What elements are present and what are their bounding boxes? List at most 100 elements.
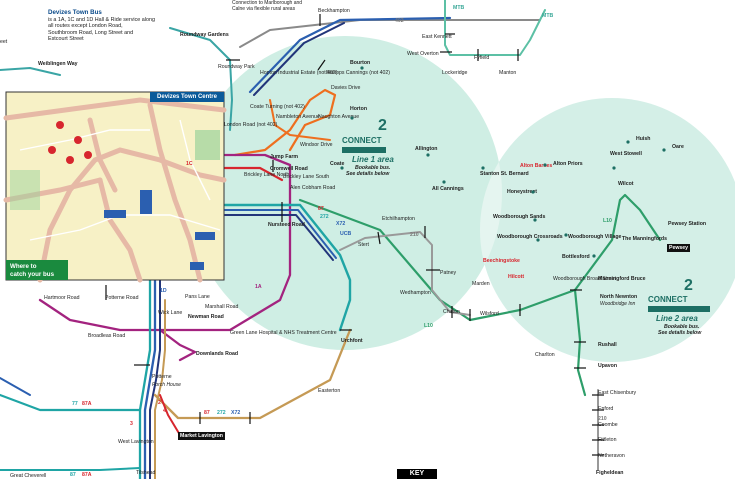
label-north-newnton: North Newnton bbox=[600, 294, 637, 300]
label-brickley-north: Brickley Lane North bbox=[244, 172, 289, 178]
label-rushall: Rushall bbox=[598, 342, 617, 348]
info-box: Devizes Town Bus is a 1A, 1C and 1D Hall… bbox=[48, 9, 168, 43]
label-marshall-road: Marshall Road bbox=[205, 304, 239, 310]
info-line: all routes except London Road, bbox=[48, 23, 123, 30]
label-jump-farm: Jump Farm bbox=[270, 154, 298, 160]
route-label-1a: 1A bbox=[255, 284, 262, 290]
village-dots bbox=[340, 66, 666, 258]
label-east-kennett: East Kennett bbox=[422, 34, 452, 40]
label-cromwell-road: Cromwell Road bbox=[270, 166, 308, 172]
label-honeystreet: Honeystreet bbox=[507, 189, 537, 195]
label-oare: Oare bbox=[672, 144, 684, 150]
route-lines bbox=[0, 0, 662, 479]
label-brickley-south: Brickley Lane South bbox=[283, 174, 329, 180]
label-coate: Coate bbox=[330, 161, 345, 167]
label-bottlesford: Bottlesford bbox=[562, 254, 590, 260]
label-wick-lane: Wick Lane bbox=[158, 310, 182, 316]
label-marden: Marden bbox=[472, 281, 490, 287]
key-label[interactable]: KEY bbox=[397, 469, 437, 479]
svg-text:2: 2 bbox=[684, 277, 693, 294]
label-broadleas: Broadleas Road bbox=[88, 333, 125, 339]
top-note: Connection to Marlborough and Calne via … bbox=[232, 0, 303, 12]
label-street-fragment: eet bbox=[0, 39, 8, 45]
route-label-mtb-2: MTB bbox=[542, 13, 553, 19]
pewsey-chip: Pewsey bbox=[667, 244, 691, 252]
route-label-x72-south: X72 bbox=[231, 410, 240, 416]
inset-title: Devizes Town Centre bbox=[150, 92, 224, 102]
label-nambleton: Nambleton Avenue bbox=[276, 114, 320, 120]
connect-line2-badge: 2 CONNECT Line 2 area Bookable bus. See … bbox=[648, 277, 710, 336]
label-beechingstoke: Beechingstoke bbox=[483, 258, 520, 264]
route-label-3: 3 bbox=[130, 421, 133, 427]
label-woodborough-broad: Woodborough Broad Street bbox=[553, 276, 617, 282]
label-east-chisenbury: East Chisenbury bbox=[598, 390, 636, 396]
route-label-87-bottom: 87 bbox=[70, 472, 76, 478]
svg-text:Bookable bus.: Bookable bus. bbox=[355, 165, 390, 171]
route-label-87: 87 bbox=[318, 206, 324, 212]
label-figheldean: Figheldean bbox=[596, 470, 623, 476]
route-label-l10-2: L10 bbox=[603, 218, 612, 224]
route-number-labels: 402 MTB MTB 210 210 L10 L10 UCB 87 272 X… bbox=[70, 5, 612, 478]
label-hilcott: Hilcott bbox=[508, 274, 524, 280]
label-upavon: Upavon bbox=[598, 363, 617, 369]
label-stert: Stert bbox=[358, 242, 370, 248]
label-west-stowell: West Stowell bbox=[610, 151, 642, 157]
connect-line1-badge: 2 CONNECT Line 1 area Bookable bus. See … bbox=[342, 117, 394, 177]
route-label-1d: 1D bbox=[160, 288, 167, 294]
connect1-line: Line 1 area bbox=[352, 155, 394, 164]
market-lavington-chip: Market Lavington bbox=[178, 432, 225, 440]
route-label-4: 4 bbox=[163, 408, 166, 414]
catch-your-bus-label: Where to catch your bus bbox=[6, 260, 68, 280]
label-beckhampton: Beckhampton bbox=[318, 8, 350, 14]
label-newman-road: Newman Road bbox=[188, 314, 224, 320]
label-all-cannings: All Cannings bbox=[432, 186, 464, 192]
label-netheravon: Netheravon bbox=[598, 453, 625, 459]
label-potterne-road: Potterne Road bbox=[105, 295, 139, 301]
route-label-1c: 1C bbox=[186, 161, 193, 167]
label-hopton: Hopton Industrial Estate (not 402) bbox=[260, 70, 338, 76]
label-fyfield: Fyfield bbox=[474, 55, 489, 61]
label-allington: Allington bbox=[415, 146, 437, 152]
info-title: Devizes Town Bus bbox=[48, 9, 102, 16]
label-wilcot: Wilcot bbox=[618, 181, 634, 187]
label-coate-turning: Coate Turning (not 402) bbox=[250, 104, 305, 110]
svg-text:Bookable bus.: Bookable bus. bbox=[664, 324, 699, 330]
label-woodbridge-inn: Woodbridge Inn bbox=[600, 301, 636, 307]
info-line: Southbroom Road, Long Street and bbox=[48, 29, 134, 36]
label-nursteed-road: Nursteed Road bbox=[268, 222, 305, 228]
route-label-87a: 87A bbox=[82, 401, 92, 407]
route-label-mtb: MTB bbox=[453, 5, 464, 11]
label-naughton: Naughton Avenue bbox=[318, 114, 359, 120]
label-woodborough-crossroads: Woodborough Crossroads bbox=[497, 234, 563, 240]
label-wedhampton: Wedhampton bbox=[400, 290, 431, 296]
label-downlands: Downlands Road bbox=[196, 351, 238, 357]
route-label-210-2: 210 bbox=[598, 416, 607, 422]
label-pans-lane: Pans Lane bbox=[185, 294, 210, 300]
route-label-210: 210 bbox=[410, 232, 419, 238]
label-hartmoor: Hartmoor Road bbox=[44, 295, 80, 301]
label-davies-drive: Davies Drive bbox=[331, 85, 361, 91]
label-windsor-drive: Windsor Drive bbox=[300, 142, 333, 148]
label-woodborough-village: Woodborough Village bbox=[568, 234, 622, 240]
label-woodborough-sands: Woodborough Sands bbox=[493, 214, 545, 220]
label-wilsford: Wilsford bbox=[480, 311, 499, 317]
route-label-77: 77 bbox=[72, 401, 78, 407]
label-the-manningfords: The Manningfords bbox=[622, 236, 667, 242]
label-enford: Enford bbox=[598, 406, 613, 412]
connect-line1-area bbox=[188, 36, 502, 350]
label-coombe: Coombe bbox=[598, 422, 618, 428]
label-tilshead: Tilshead bbox=[136, 470, 156, 476]
info-line: is a 1A, 1C and 1D Hall & Ride service a… bbox=[48, 16, 155, 23]
label-urchfont: Urchfont bbox=[341, 338, 363, 344]
label-lockeridge: Lockeridge bbox=[442, 70, 467, 76]
route-label-l10: L10 bbox=[424, 323, 433, 329]
label-green-lane: Green Lane Hospital & NHS Treatment Cent… bbox=[230, 330, 337, 336]
label-great-cheverell: Great Cheverell bbox=[10, 473, 46, 479]
stop-ticks bbox=[105, 14, 604, 456]
label-huish: Huish bbox=[636, 136, 650, 142]
place-labels: Beckhampton East Kennett West Overton Fy… bbox=[0, 8, 706, 479]
route-label-x72: X72 bbox=[336, 221, 345, 227]
label-patney: Patney bbox=[440, 270, 457, 276]
label-porch-house: Porch House bbox=[152, 382, 181, 388]
